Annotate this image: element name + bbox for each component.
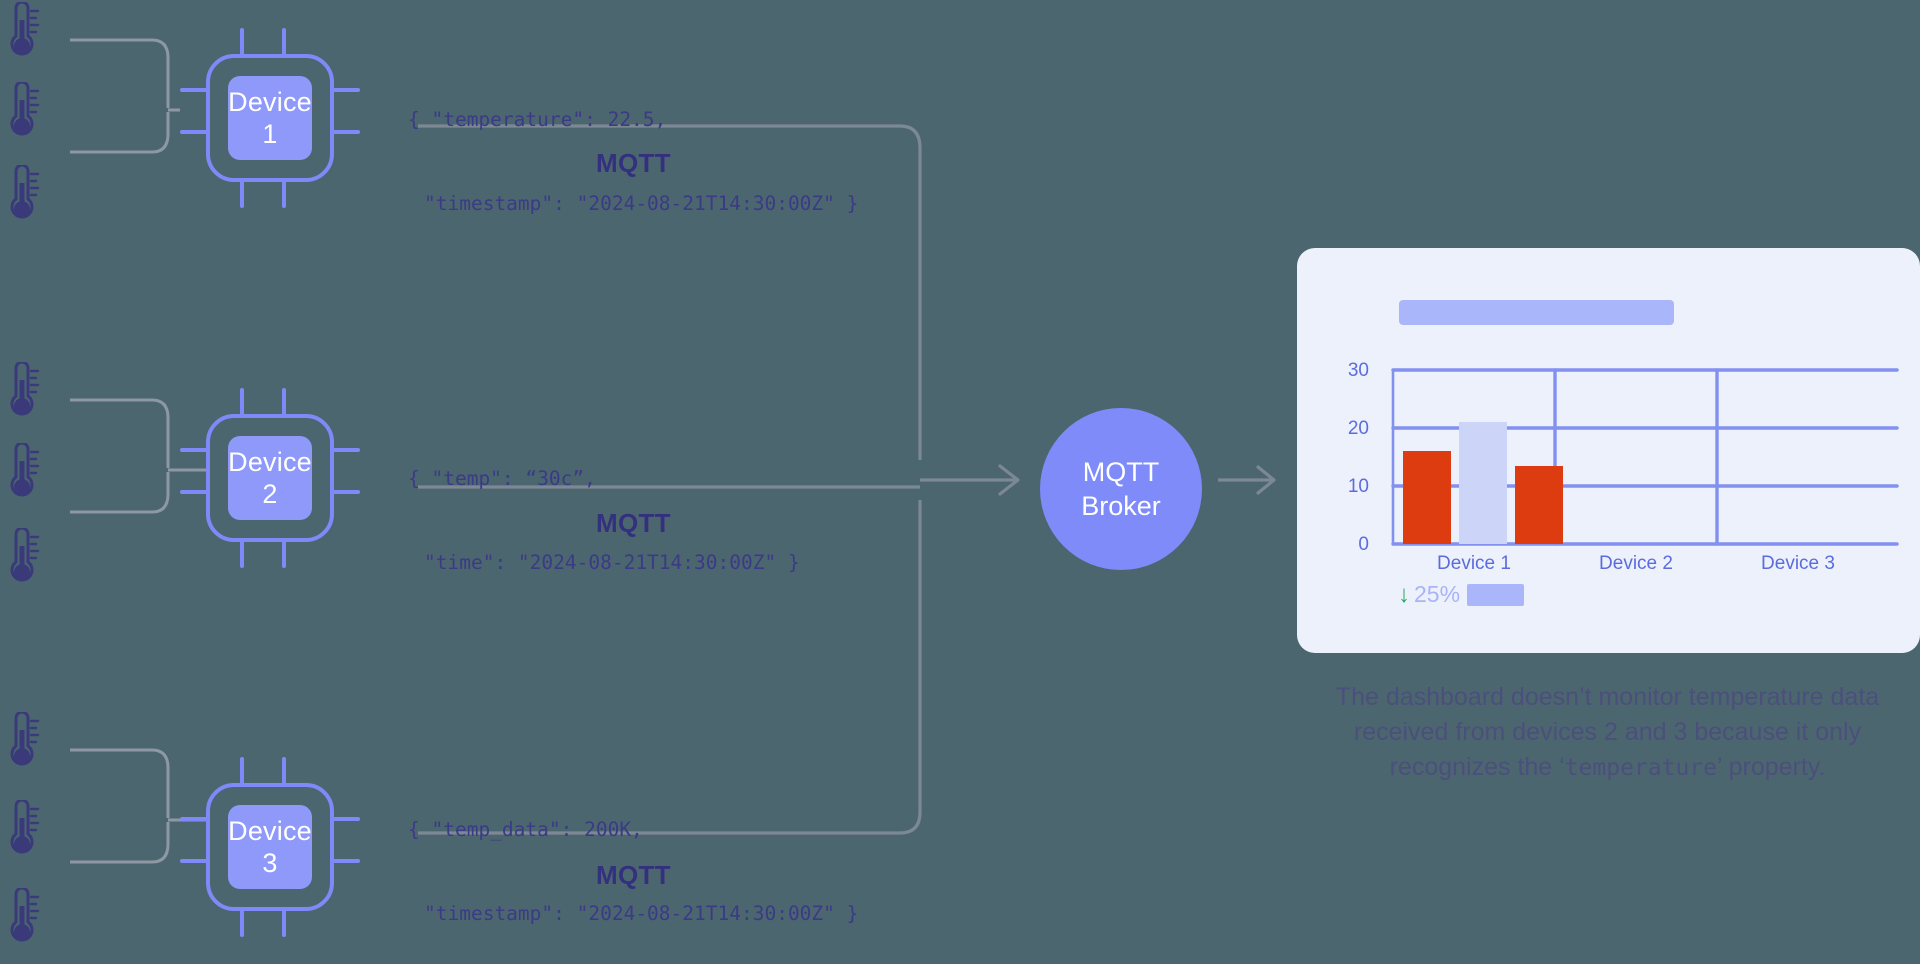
sensor-bracket-device-2 xyxy=(60,390,220,550)
payload-device-2-line1: { "temp": “30c”, xyxy=(408,467,596,490)
delta-placeholder-bar xyxy=(1467,583,1525,606)
caption-part2: ’ property. xyxy=(1717,753,1826,781)
y-tick-30: 30 xyxy=(1347,360,1369,381)
y-tick-20: 20 xyxy=(1347,418,1369,439)
bar-reading-a xyxy=(1403,451,1451,544)
mqtt-broker-line2: Broker xyxy=(1081,491,1161,521)
caption-part1: The dashboard doesn’t monitor temperatur… xyxy=(1335,683,1880,781)
x-label-device-1: Device 1 xyxy=(1437,553,1511,574)
payload-device-3: { "temp_data": 200K, "timestamp": "2024-… xyxy=(408,760,858,964)
x-label-device-3: Device 3 xyxy=(1761,553,1835,574)
caption-code: temperature xyxy=(1564,755,1718,781)
thermometer-icon xyxy=(2,443,42,501)
protocol-label-device-3: MQTT xyxy=(596,860,671,890)
payload-device-2-line2: "time": "2024-08-21T14:30:00Z" } xyxy=(424,551,800,574)
sensor-bracket-device-1 xyxy=(60,30,180,190)
payload-device-3-line2: "timestamp": "2024-08-21T14:30:00Z" } xyxy=(424,902,859,925)
y-tick-10: 10 xyxy=(1347,476,1369,497)
payload-device-2: { "temp": “30c”, "time": "2024-08-21T14:… xyxy=(408,409,800,633)
protocol-label-device-2: MQTT xyxy=(596,508,671,538)
bar-reading-b xyxy=(1459,422,1507,544)
x-label-device-2: Device 2 xyxy=(1599,553,1673,574)
thermometer-icon xyxy=(2,2,42,60)
protocol-label-device-1: MQTT xyxy=(596,148,671,178)
bar-reading-c xyxy=(1515,466,1563,544)
dashboard-card: 30 20 10 0 Device 1 Device 2 Device 3 xyxy=(1297,248,1920,653)
thermometer-icon xyxy=(2,800,42,858)
mqtt-broker-line1: MQTT xyxy=(1082,457,1160,487)
y-tick-0: 0 xyxy=(1358,534,1369,555)
thermometer-icon xyxy=(2,82,42,140)
thermometer-icon xyxy=(2,362,42,420)
thermometer-icon xyxy=(2,888,42,946)
arrow-down-icon: ↓ xyxy=(1398,580,1410,608)
delta-percent: 25% xyxy=(1414,581,1461,607)
temperature-bar-chart: 30 20 10 0 Device 1 Device 2 Device 3 xyxy=(1297,348,1920,574)
mqtt-broker-node[interactable]: MQTT Broker xyxy=(1040,408,1202,570)
payload-device-1-line1: { "temperature": 22.5, xyxy=(408,108,667,131)
thermometer-icon xyxy=(2,712,42,770)
dashboard-caption: The dashboard doesn’t monitor temperatur… xyxy=(1295,680,1920,786)
payload-device-1-line2: "timestamp": "2024-08-21T14:30:00Z" } xyxy=(424,192,859,215)
payload-device-1: { "temperature": 22.5, "timestamp": "202… xyxy=(408,50,858,274)
thermometer-icon xyxy=(2,528,42,586)
payload-device-3-line1: { "temp_data": 200K, xyxy=(408,818,643,841)
dashboard-title-placeholder xyxy=(1399,300,1674,325)
dashboard-delta-indicator: ↓ 25% xyxy=(1398,580,1525,608)
thermometer-icon xyxy=(2,165,42,223)
